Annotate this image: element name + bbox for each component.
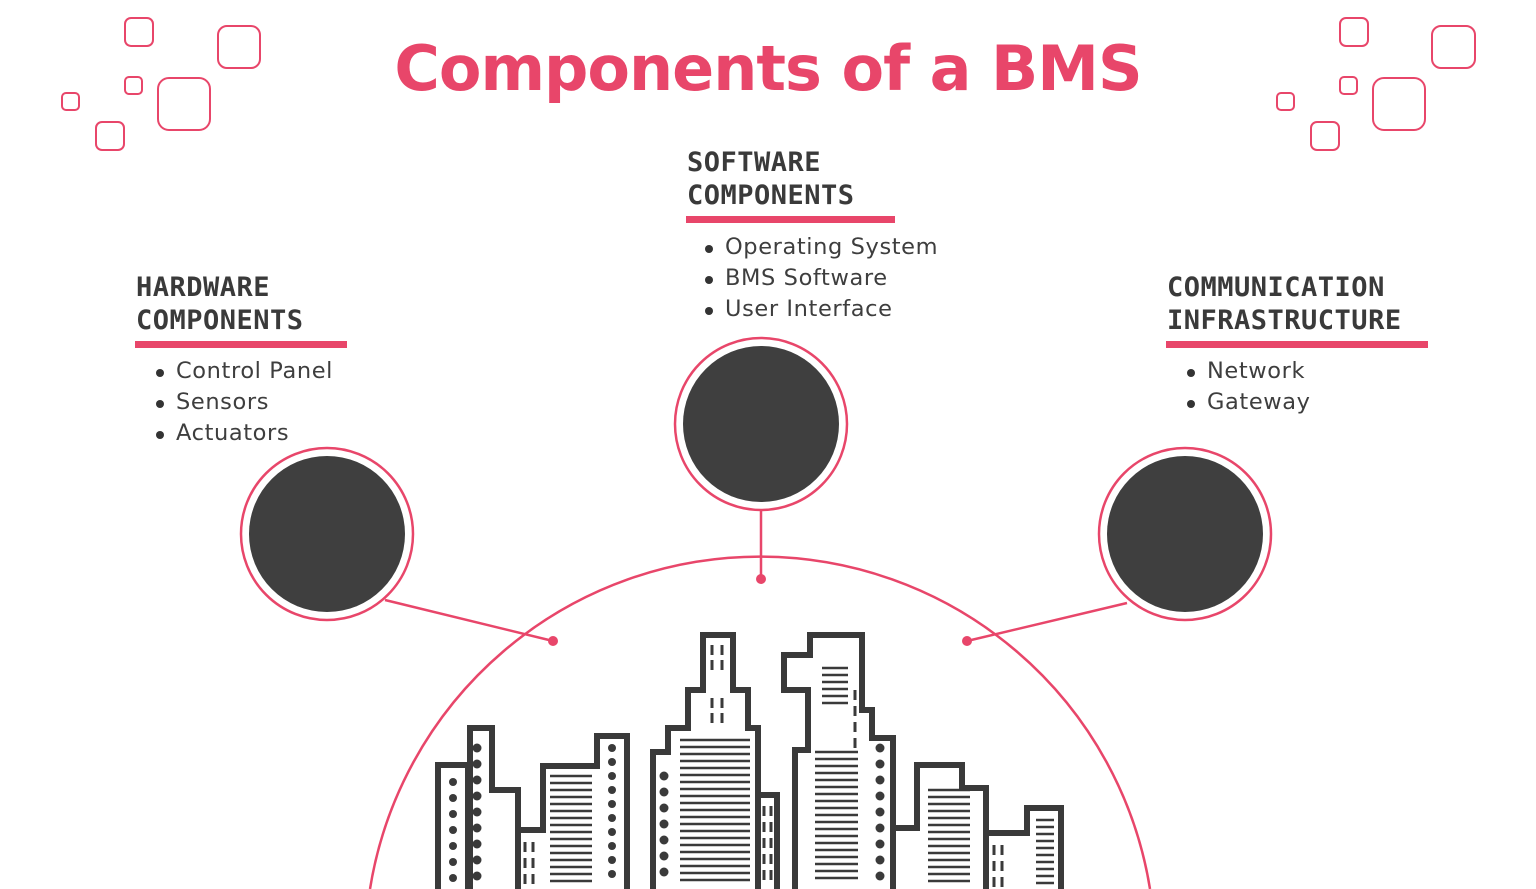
list-item: Control Panel bbox=[154, 356, 333, 387]
hardware-heading: HARDWARE COMPONENTS bbox=[136, 271, 304, 337]
connector-lines bbox=[385, 510, 1127, 641]
communication-list: Network Gateway bbox=[1185, 356, 1311, 418]
list-item: Operating System bbox=[703, 232, 938, 263]
list-item: Network bbox=[1185, 356, 1311, 387]
list-item: Sensors bbox=[154, 387, 333, 418]
page-title: Components of a BMS bbox=[0, 38, 1536, 100]
software-heading-line2: COMPONENTS bbox=[687, 179, 855, 212]
city-skyline-icon bbox=[438, 635, 1061, 889]
node-software-icon bbox=[675, 338, 847, 510]
list-item: Actuators bbox=[154, 418, 333, 449]
communication-heading-line2: INFRASTRUCTURE bbox=[1167, 304, 1402, 337]
software-underline bbox=[686, 216, 895, 223]
communication-underline bbox=[1166, 341, 1428, 348]
hardware-heading-line2: COMPONENTS bbox=[136, 304, 304, 337]
node-hardware-icon bbox=[241, 448, 413, 620]
software-heading: SOFTWARE COMPONENTS bbox=[687, 146, 855, 212]
hardware-heading-line1: HARDWARE bbox=[136, 271, 304, 304]
communication-heading: COMMUNICATION INFRASTRUCTURE bbox=[1167, 271, 1402, 337]
communication-heading-line1: COMMUNICATION bbox=[1167, 271, 1402, 304]
node-communication-icon bbox=[1099, 448, 1271, 620]
software-heading-line1: SOFTWARE bbox=[687, 146, 855, 179]
software-list: Operating System BMS Software User Inter… bbox=[703, 232, 938, 325]
hardware-underline bbox=[135, 341, 347, 348]
list-item: BMS Software bbox=[703, 263, 938, 294]
list-item: Gateway bbox=[1185, 387, 1311, 418]
list-item: User Interface bbox=[703, 294, 938, 325]
hardware-list: Control Panel Sensors Actuators bbox=[154, 356, 333, 449]
